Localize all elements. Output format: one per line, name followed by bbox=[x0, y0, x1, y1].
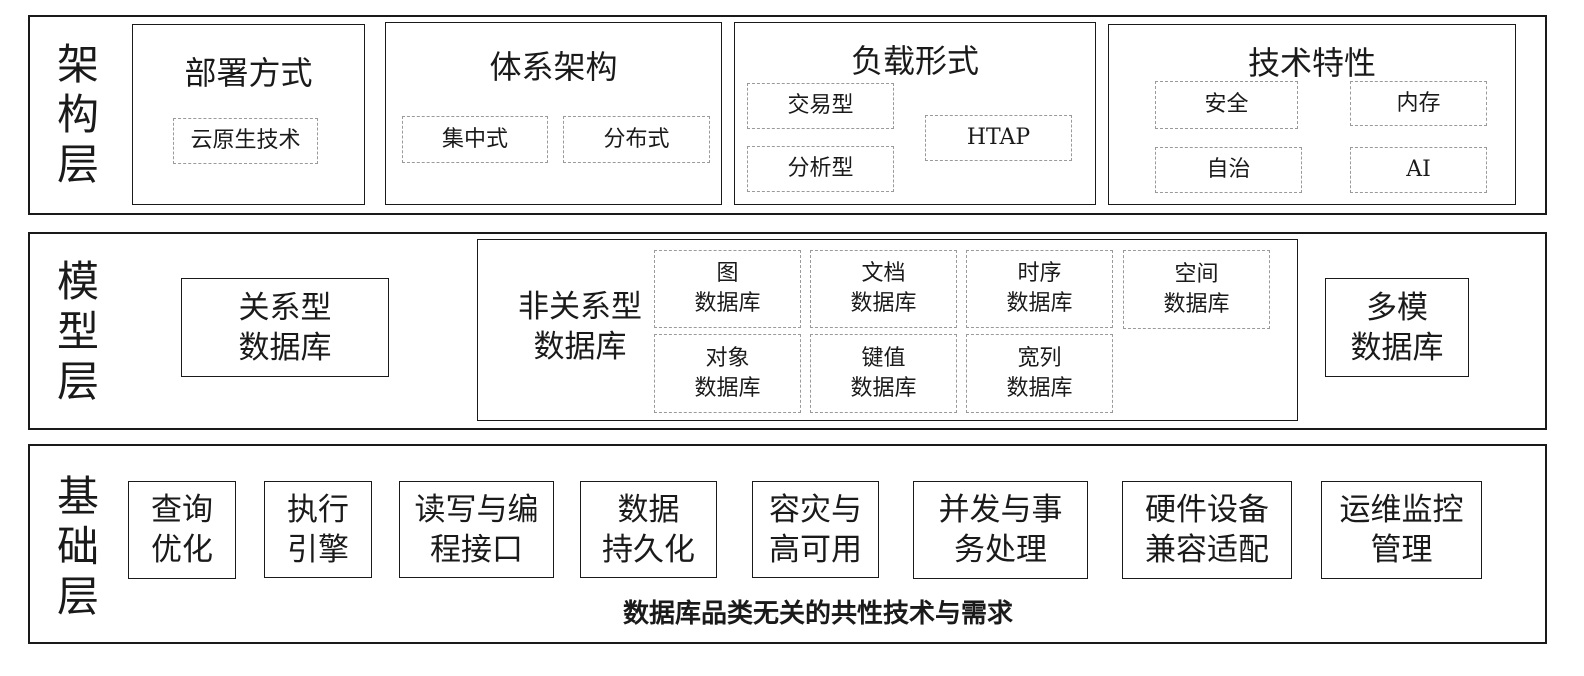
tech-features-title: 技术特性 bbox=[1247, 44, 1376, 82]
autonomous-item: 自治 bbox=[1155, 147, 1302, 193]
centralized-item: 集中式 bbox=[402, 116, 548, 163]
graph-database: 图 数据库 bbox=[654, 250, 801, 328]
relational-database: 关系型 数据库 bbox=[181, 278, 389, 377]
foundation-layer-label: 基 础 层 bbox=[56, 472, 99, 621]
keyvalue-database: 键值 数据库 bbox=[810, 334, 957, 413]
cloud-native-item: 云原生技术 bbox=[173, 118, 318, 164]
system-architecture-title: 体系架构 bbox=[489, 48, 618, 86]
document-database: 文档 数据库 bbox=[810, 250, 957, 328]
hardware-compatibility-adaptation: 硬件设备 兼容适配 bbox=[1122, 481, 1292, 579]
deployment-title: 部署方式 bbox=[184, 54, 313, 92]
spatial-database: 空间 数据库 bbox=[1123, 250, 1270, 329]
ai-item: AI bbox=[1350, 147, 1487, 193]
query-optimization: 查询 优化 bbox=[128, 481, 236, 579]
multimodel-database: 多模 数据库 bbox=[1325, 278, 1469, 377]
widecolumn-database: 宽列 数据库 bbox=[966, 334, 1113, 413]
object-database: 对象 数据库 bbox=[654, 334, 801, 413]
model-layer bbox=[28, 232, 1547, 430]
analytical-item: 分析型 bbox=[747, 146, 894, 192]
foundation-footer-caption: 数据库品类无关的共性技术与需求 bbox=[622, 599, 1013, 629]
system-architecture-group bbox=[385, 22, 722, 205]
execution-engine: 执行 引擎 bbox=[264, 481, 372, 578]
concurrency-transaction-processing: 并发与事 务处理 bbox=[913, 481, 1088, 579]
model-layer-label: 模 型 层 bbox=[56, 257, 99, 406]
architecture-layer bbox=[28, 15, 1547, 215]
foundation-layer bbox=[28, 444, 1547, 644]
distributed-item: 分布式 bbox=[563, 116, 710, 163]
nonrelational-title: 非关系型 数据库 bbox=[518, 289, 642, 365]
data-persistence: 数据 持久化 bbox=[580, 481, 717, 578]
architecture-layer-label: 架 构 层 bbox=[56, 40, 99, 189]
timeseries-database: 时序 数据库 bbox=[966, 250, 1113, 328]
deployment-group bbox=[132, 24, 365, 205]
transactional-item: 交易型 bbox=[747, 83, 894, 129]
operations-monitoring-management: 运维监控 管理 bbox=[1321, 481, 1482, 579]
workload-title: 负载形式 bbox=[850, 42, 979, 80]
disaster-recovery-high-availability: 容灾与 高可用 bbox=[752, 481, 879, 578]
read-write-programming-interface: 读写与编 程接口 bbox=[399, 481, 554, 578]
htap-item: HTAP bbox=[925, 115, 1072, 161]
memory-item: 内存 bbox=[1350, 81, 1487, 126]
security-item: 安全 bbox=[1155, 81, 1298, 129]
